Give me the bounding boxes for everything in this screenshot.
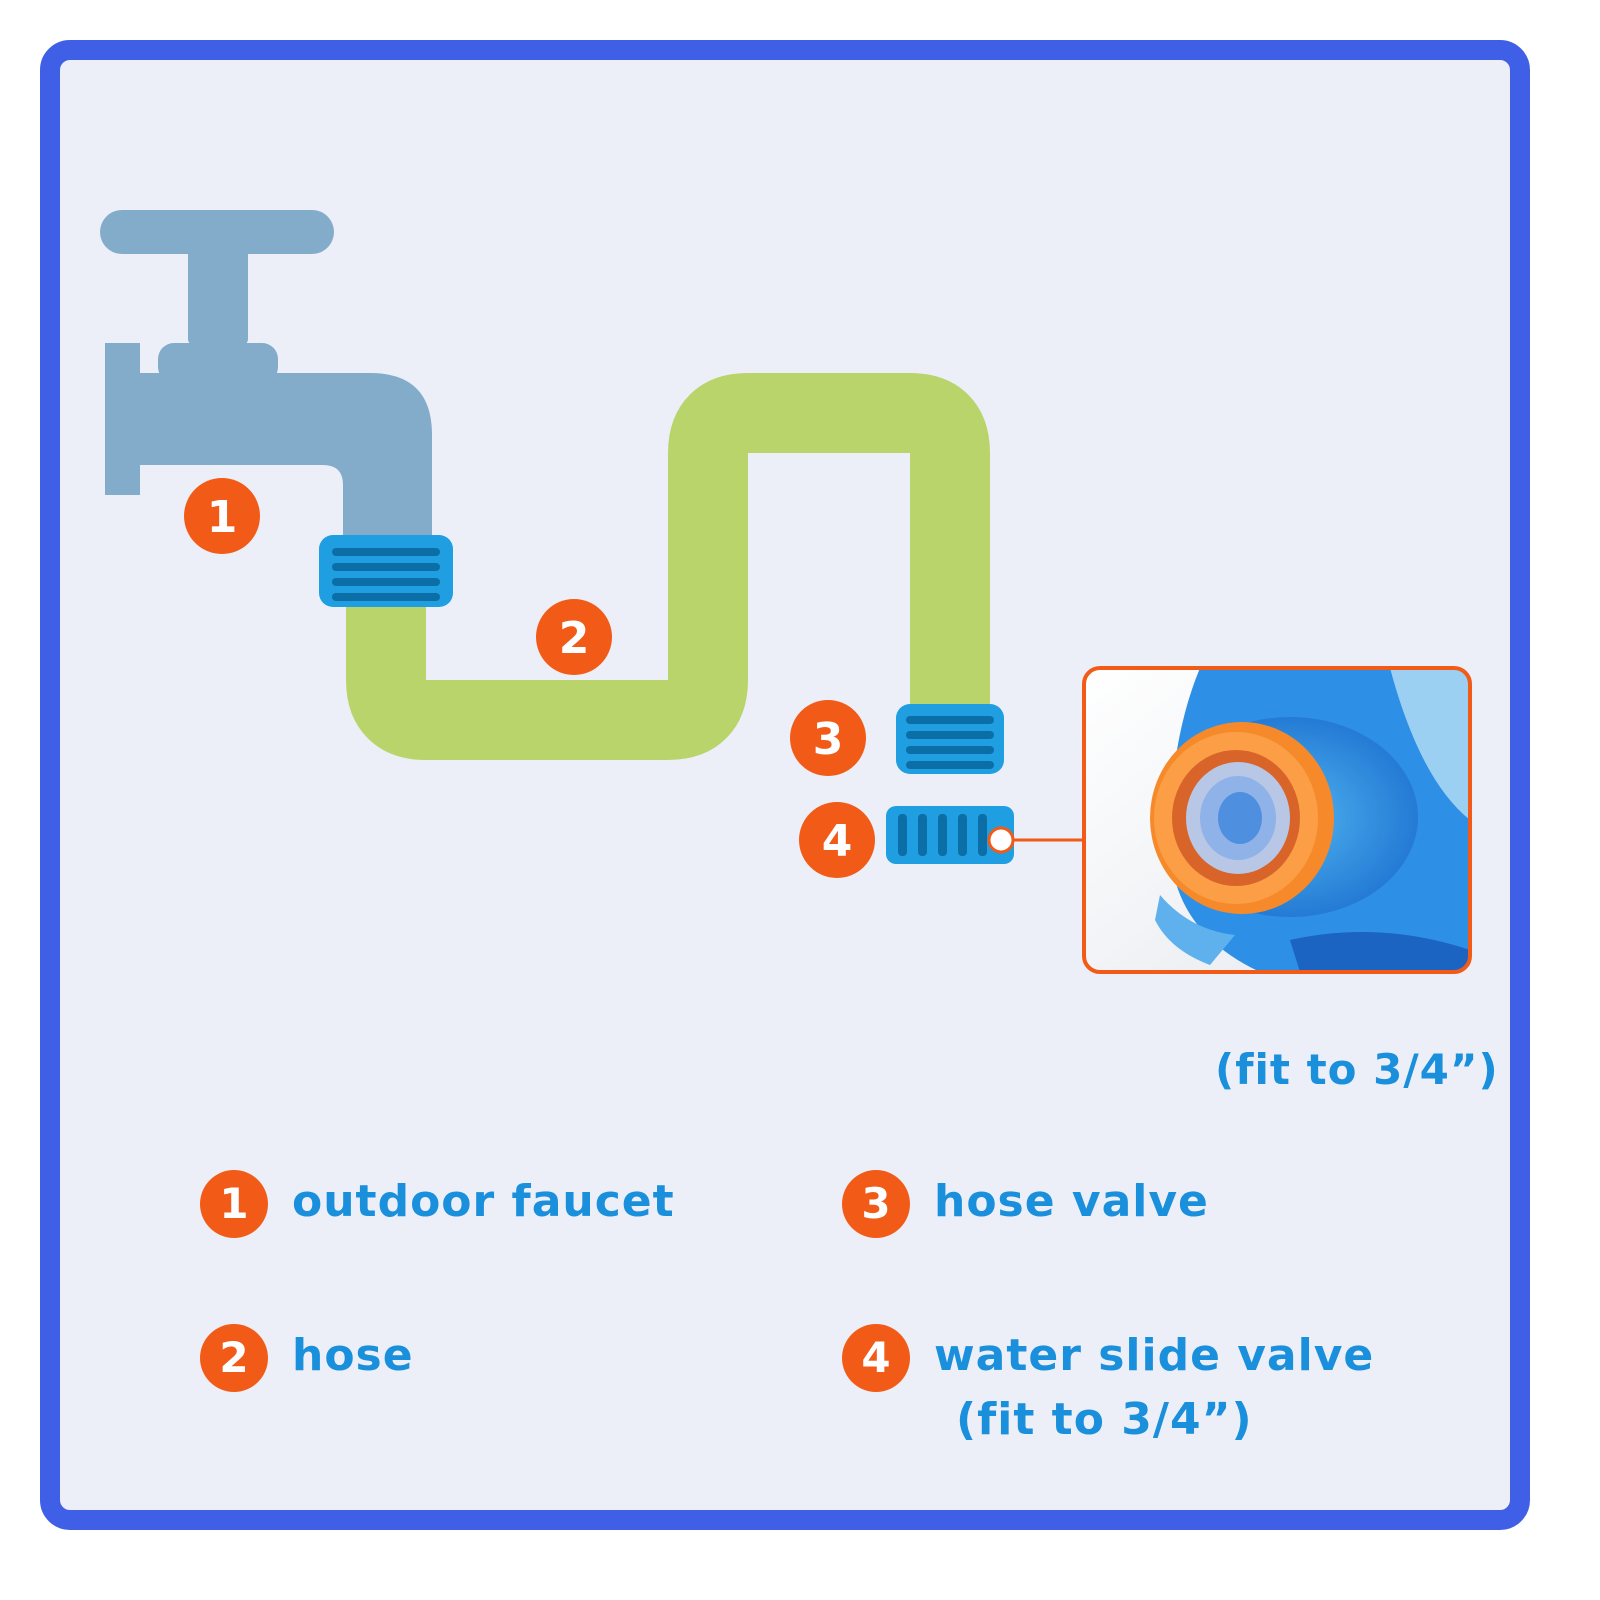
marker-2-number: 2 [559, 613, 590, 664]
marker-4: 4 [799, 802, 875, 878]
marker-2: 2 [536, 599, 612, 675]
marker-4-number: 4 [822, 816, 853, 867]
water-slide-valve-icon [886, 806, 1014, 864]
legend-badge-2: 2 [200, 1324, 268, 1392]
hose-connection-diagram: 1 2 3 4 [60, 60, 1510, 1510]
marker-3-number: 3 [813, 714, 844, 765]
diagram-frame: 1 2 3 4 (fit to 3/4”) 1 outdoor faucet 2… [40, 40, 1530, 1530]
legend-label-1: outdoor faucet [292, 1176, 675, 1227]
hose-valve-icon [896, 704, 1004, 774]
legend-item-water-slide-valve: 4 water slide valve (fit to 3/4”) [842, 1324, 1374, 1452]
marker-1: 1 [184, 478, 260, 554]
legend-label-4-wrap: water slide valve (fit to 3/4”) [934, 1324, 1374, 1452]
faucet-body [105, 343, 432, 548]
callout-connector [987, 826, 1084, 854]
photo-border [1082, 666, 1472, 974]
legend-label-4: water slide valve [934, 1330, 1375, 1381]
faucet-stem [188, 235, 248, 345]
faucet-connector-icon [319, 535, 453, 607]
legend-badge-1: 1 [200, 1170, 268, 1238]
legend-badge-4: 4 [842, 1324, 910, 1392]
legend-sublabel-4: (fit to 3/4”) [956, 1394, 1253, 1445]
legend-item-outdoor-faucet: 1 outdoor faucet [200, 1170, 675, 1238]
legend-label-2: hose [292, 1330, 414, 1381]
legend-item-hose-valve: 3 hose valve [842, 1170, 1209, 1238]
faucet-icon [100, 210, 432, 548]
photo-caption: (fit to 3/4”) [1215, 1045, 1499, 1094]
marker-1-number: 1 [207, 492, 238, 543]
garden-hose [346, 373, 990, 760]
legend-badge-3: 3 [842, 1170, 910, 1238]
valve-photo [1082, 666, 1472, 974]
faucet-handle [100, 210, 334, 254]
marker-3: 3 [790, 700, 866, 776]
legend-label-3: hose valve [934, 1176, 1209, 1227]
legend-item-hose: 2 hose [200, 1324, 414, 1392]
